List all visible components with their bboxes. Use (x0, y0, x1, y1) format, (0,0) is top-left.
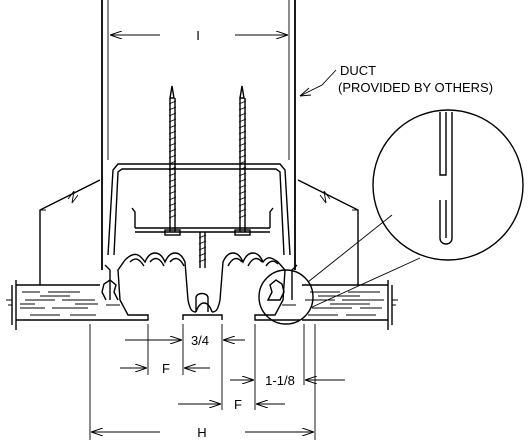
dimension-f-left: F (120, 361, 210, 376)
dimension-lines (89, 324, 316, 440)
dim-h-label: H (197, 425, 206, 440)
dimension-flange: 1-1/8 (230, 373, 345, 388)
dimension-i: I (110, 28, 288, 43)
dim-flange-label: 1-1/8 (265, 373, 295, 388)
duct-callout: DUCT (PROVIDED BY OTHERS) (299, 63, 493, 97)
mounting-bracket (107, 163, 291, 256)
dim-f-right-label: F (234, 397, 242, 412)
dim-slot-label: 3/4 (191, 333, 209, 348)
ceiling-left (6, 280, 100, 330)
duct-walls (101, 0, 296, 270)
detail-callout (258, 109, 524, 325)
diffuser-profile (100, 252, 300, 321)
dim-i-label: I (196, 28, 200, 43)
hanger-right (297, 179, 359, 285)
duct-label: DUCT (340, 63, 376, 78)
hanger-left (39, 179, 101, 285)
dimension-f-right: F (178, 397, 285, 412)
dimension-h: H (91, 425, 314, 440)
duct-label-sub: (PROVIDED BY OTHERS) (338, 80, 493, 95)
mounting-screws (164, 85, 251, 268)
dim-f-left-label: F (162, 361, 170, 376)
ceiling-right (302, 280, 398, 330)
dimension-slot: 3/4 (125, 333, 245, 348)
